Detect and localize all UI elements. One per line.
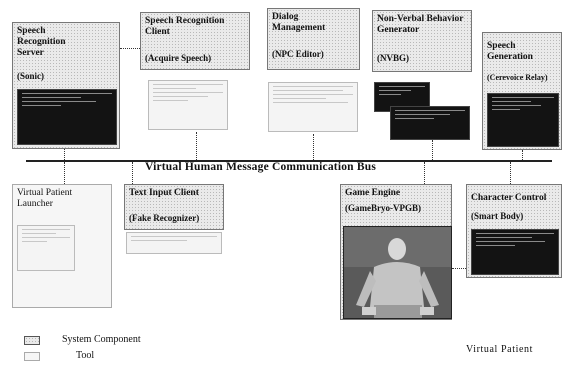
virtual-patient-render <box>343 226 452 319</box>
connector-game-engine <box>424 162 425 184</box>
speech-recognition-server-title: Speech Recognition Server <box>17 26 66 58</box>
connector-speech-gen <box>522 150 523 160</box>
character-control-subtitle: (Smart Body) <box>471 211 524 221</box>
smart-body-console-screenshot <box>471 229 559 275</box>
speech-client-window-screenshot <box>148 80 228 130</box>
message-bus-line <box>26 160 552 162</box>
speech-generation-subtitle: (Cerevoice Relay) <box>487 73 548 82</box>
message-bus-label: Virtual Human Message Communication Bus <box>145 161 376 173</box>
legend-system-component-label: System Component <box>62 334 141 345</box>
text-input-window-screenshot <box>126 232 222 254</box>
connector-server-to-client <box>120 48 140 49</box>
connector-text-input <box>132 162 133 184</box>
legend-tool-label: Tool <box>76 350 95 361</box>
virtual-patient-figure-icon <box>344 227 451 318</box>
connector-speech-client <box>196 132 197 160</box>
speech-generation-title: Speech Generation <box>487 41 533 62</box>
connector-launcher <box>64 162 65 184</box>
nvbg-console-screenshot-2 <box>390 106 470 140</box>
speech-recognition-client-subtitle: (Acquire Speech) <box>145 53 212 63</box>
nvbg-title: Non-Verbal Behavior Generator <box>377 14 464 35</box>
connector-speech-server <box>64 149 65 160</box>
connector-char-control <box>510 162 511 184</box>
text-input-client-box: Text Input Client (Fake Recognizer) <box>124 184 224 230</box>
nvbg-subtitle: (NVBG) <box>377 53 409 63</box>
nvbg-box: Non-Verbal Behavior Generator (NVBG) <box>372 10 472 72</box>
speech-recognition-client-box: Speech Recognition Client (Acquire Speec… <box>140 12 250 70</box>
virtual-patient-launcher-box: Virtual Patient Launcher <box>12 184 112 308</box>
speech-server-console-screenshot <box>17 89 117 145</box>
character-control-box: Character Control (Smart Body) <box>466 184 562 278</box>
connector-game-to-character <box>452 268 466 269</box>
game-engine-title: Game Engine <box>345 188 401 198</box>
dialog-management-box: Dialog Management (NPC Editor) <box>267 8 360 70</box>
launcher-window-screenshot <box>17 225 75 271</box>
text-input-client-title: Text Input Client <box>129 188 199 198</box>
speech-recognition-server-subtitle: (Sonic) <box>17 71 44 81</box>
speech-generation-console-screenshot <box>487 93 559 147</box>
virtual-patient-logo: Virtual Patient <box>466 344 533 355</box>
game-engine-subtitle: (GameBryo-VPGB) <box>345 203 421 213</box>
npc-editor-window-screenshot <box>268 82 358 132</box>
dialog-management-title: Dialog Management <box>272 12 326 33</box>
legend-system-component-swatch <box>24 336 40 345</box>
legend-tool-swatch <box>24 352 40 361</box>
virtual-patient-launcher-title: Virtual Patient Launcher <box>17 188 73 209</box>
speech-recognition-client-title: Speech Recognition Client <box>145 16 225 37</box>
speech-recognition-server-box: Speech Recognition Server (Sonic) <box>12 22 120 149</box>
speech-generation-box: Speech Generation (Cerevoice Relay) <box>482 32 562 150</box>
character-control-title: Character Control <box>471 193 547 203</box>
connector-nvbg <box>432 140 433 160</box>
dialog-management-subtitle: (NPC Editor) <box>272 49 324 59</box>
text-input-client-subtitle: (Fake Recognizer) <box>129 213 200 223</box>
connector-dialog <box>313 134 314 160</box>
